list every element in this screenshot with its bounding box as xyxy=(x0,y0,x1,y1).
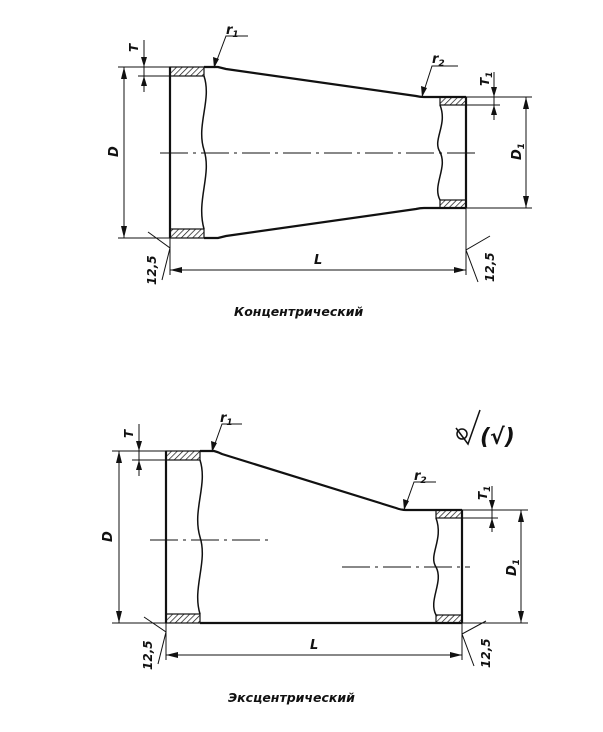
label-T1: T1 xyxy=(478,72,495,86)
label-T: T xyxy=(127,43,141,52)
label-r1: r1 xyxy=(220,411,233,428)
dim-D-arrow-top xyxy=(116,451,122,463)
roughness-mark-left xyxy=(143,616,167,665)
label-D1: D1 xyxy=(510,143,527,160)
eccentric-reducer: D T r1 r2 (√) T1 D1 xyxy=(101,409,528,705)
r2-leader xyxy=(421,65,458,98)
concentric-reducer: D T r1 r2 T1 D1 L xyxy=(107,23,532,319)
roughness-left: 12,5 xyxy=(145,255,159,285)
left-wall-bottom-hatch xyxy=(165,613,201,624)
label-D: D xyxy=(107,146,122,157)
r2-leader xyxy=(403,481,436,511)
dim-T-arrow-bottom xyxy=(136,460,142,470)
dim-L-arrow-right xyxy=(454,267,466,273)
label-D1: D1 xyxy=(505,559,522,576)
right-wall-bottom-hatch xyxy=(435,614,463,624)
right-wall-top-hatch xyxy=(439,96,467,106)
left-wall-top-hatch xyxy=(165,450,201,461)
caption-eccentric: Эксцентрический xyxy=(228,690,355,705)
dim-T1-arrow-bottom xyxy=(491,105,497,115)
roughness-right: 12,5 xyxy=(479,638,493,668)
r2-arrow xyxy=(421,86,427,97)
dim-T1-arrow-bottom xyxy=(489,518,495,528)
roughness-check-icon xyxy=(455,409,481,446)
dim-L-arrow-left xyxy=(170,267,182,273)
right-break-line xyxy=(437,104,443,201)
dim-L-arrow-right xyxy=(450,652,462,658)
roughness-mark-right xyxy=(465,235,491,283)
roughness-mark-left xyxy=(147,231,171,281)
right-wall-top-hatch xyxy=(435,509,463,519)
r2-arrow xyxy=(403,499,409,510)
dim-D1-arrow-top xyxy=(518,510,524,522)
roughness-mark-right xyxy=(461,620,487,667)
dim-T-arrow-top xyxy=(136,441,142,451)
left-wall-bottom-hatch xyxy=(169,228,205,239)
right-wall-bottom-hatch xyxy=(439,199,467,209)
label-r2: r2 xyxy=(432,52,445,69)
label-r2: r2 xyxy=(414,469,427,486)
label-T: T xyxy=(122,429,136,438)
left-wall-top-hatch xyxy=(169,66,205,77)
dim-D1-arrow-bottom xyxy=(523,196,529,208)
label-L: L xyxy=(314,253,322,268)
dim-D-arrow-bottom xyxy=(116,611,122,623)
general-roughness: (√) xyxy=(480,425,515,450)
r1-arrow xyxy=(213,57,219,68)
roughness-right: 12,5 xyxy=(483,252,497,282)
label-D: D xyxy=(101,531,116,542)
dim-T1-arrow-top xyxy=(489,500,495,510)
general-roughness-symbol: (√) xyxy=(455,409,515,450)
r1-leader xyxy=(211,423,242,453)
label-T1: T1 xyxy=(476,486,493,500)
dim-T1-arrow-top xyxy=(491,87,497,97)
dim-D1-arrow-top xyxy=(523,97,529,109)
r1-arrow xyxy=(211,441,217,452)
dim-D1-arrow-bottom xyxy=(518,611,524,623)
caption-concentric: Концентрический xyxy=(234,304,363,319)
roughness-left: 12,5 xyxy=(141,640,155,670)
label-L: L xyxy=(310,638,318,653)
dim-D-arrow-top xyxy=(121,67,127,79)
label-r1: r1 xyxy=(226,23,239,40)
r1-leader xyxy=(213,35,248,69)
dim-D-arrow-bottom xyxy=(121,226,127,238)
body-bottom-outline xyxy=(204,206,466,240)
left-break-line xyxy=(200,75,208,230)
dim-L-arrow-left xyxy=(166,652,178,658)
dim-T-arrow-top xyxy=(141,57,147,67)
left-break-line xyxy=(196,459,204,615)
dim-T-arrow-bottom xyxy=(141,76,147,86)
roughness-circle-icon xyxy=(456,428,468,440)
